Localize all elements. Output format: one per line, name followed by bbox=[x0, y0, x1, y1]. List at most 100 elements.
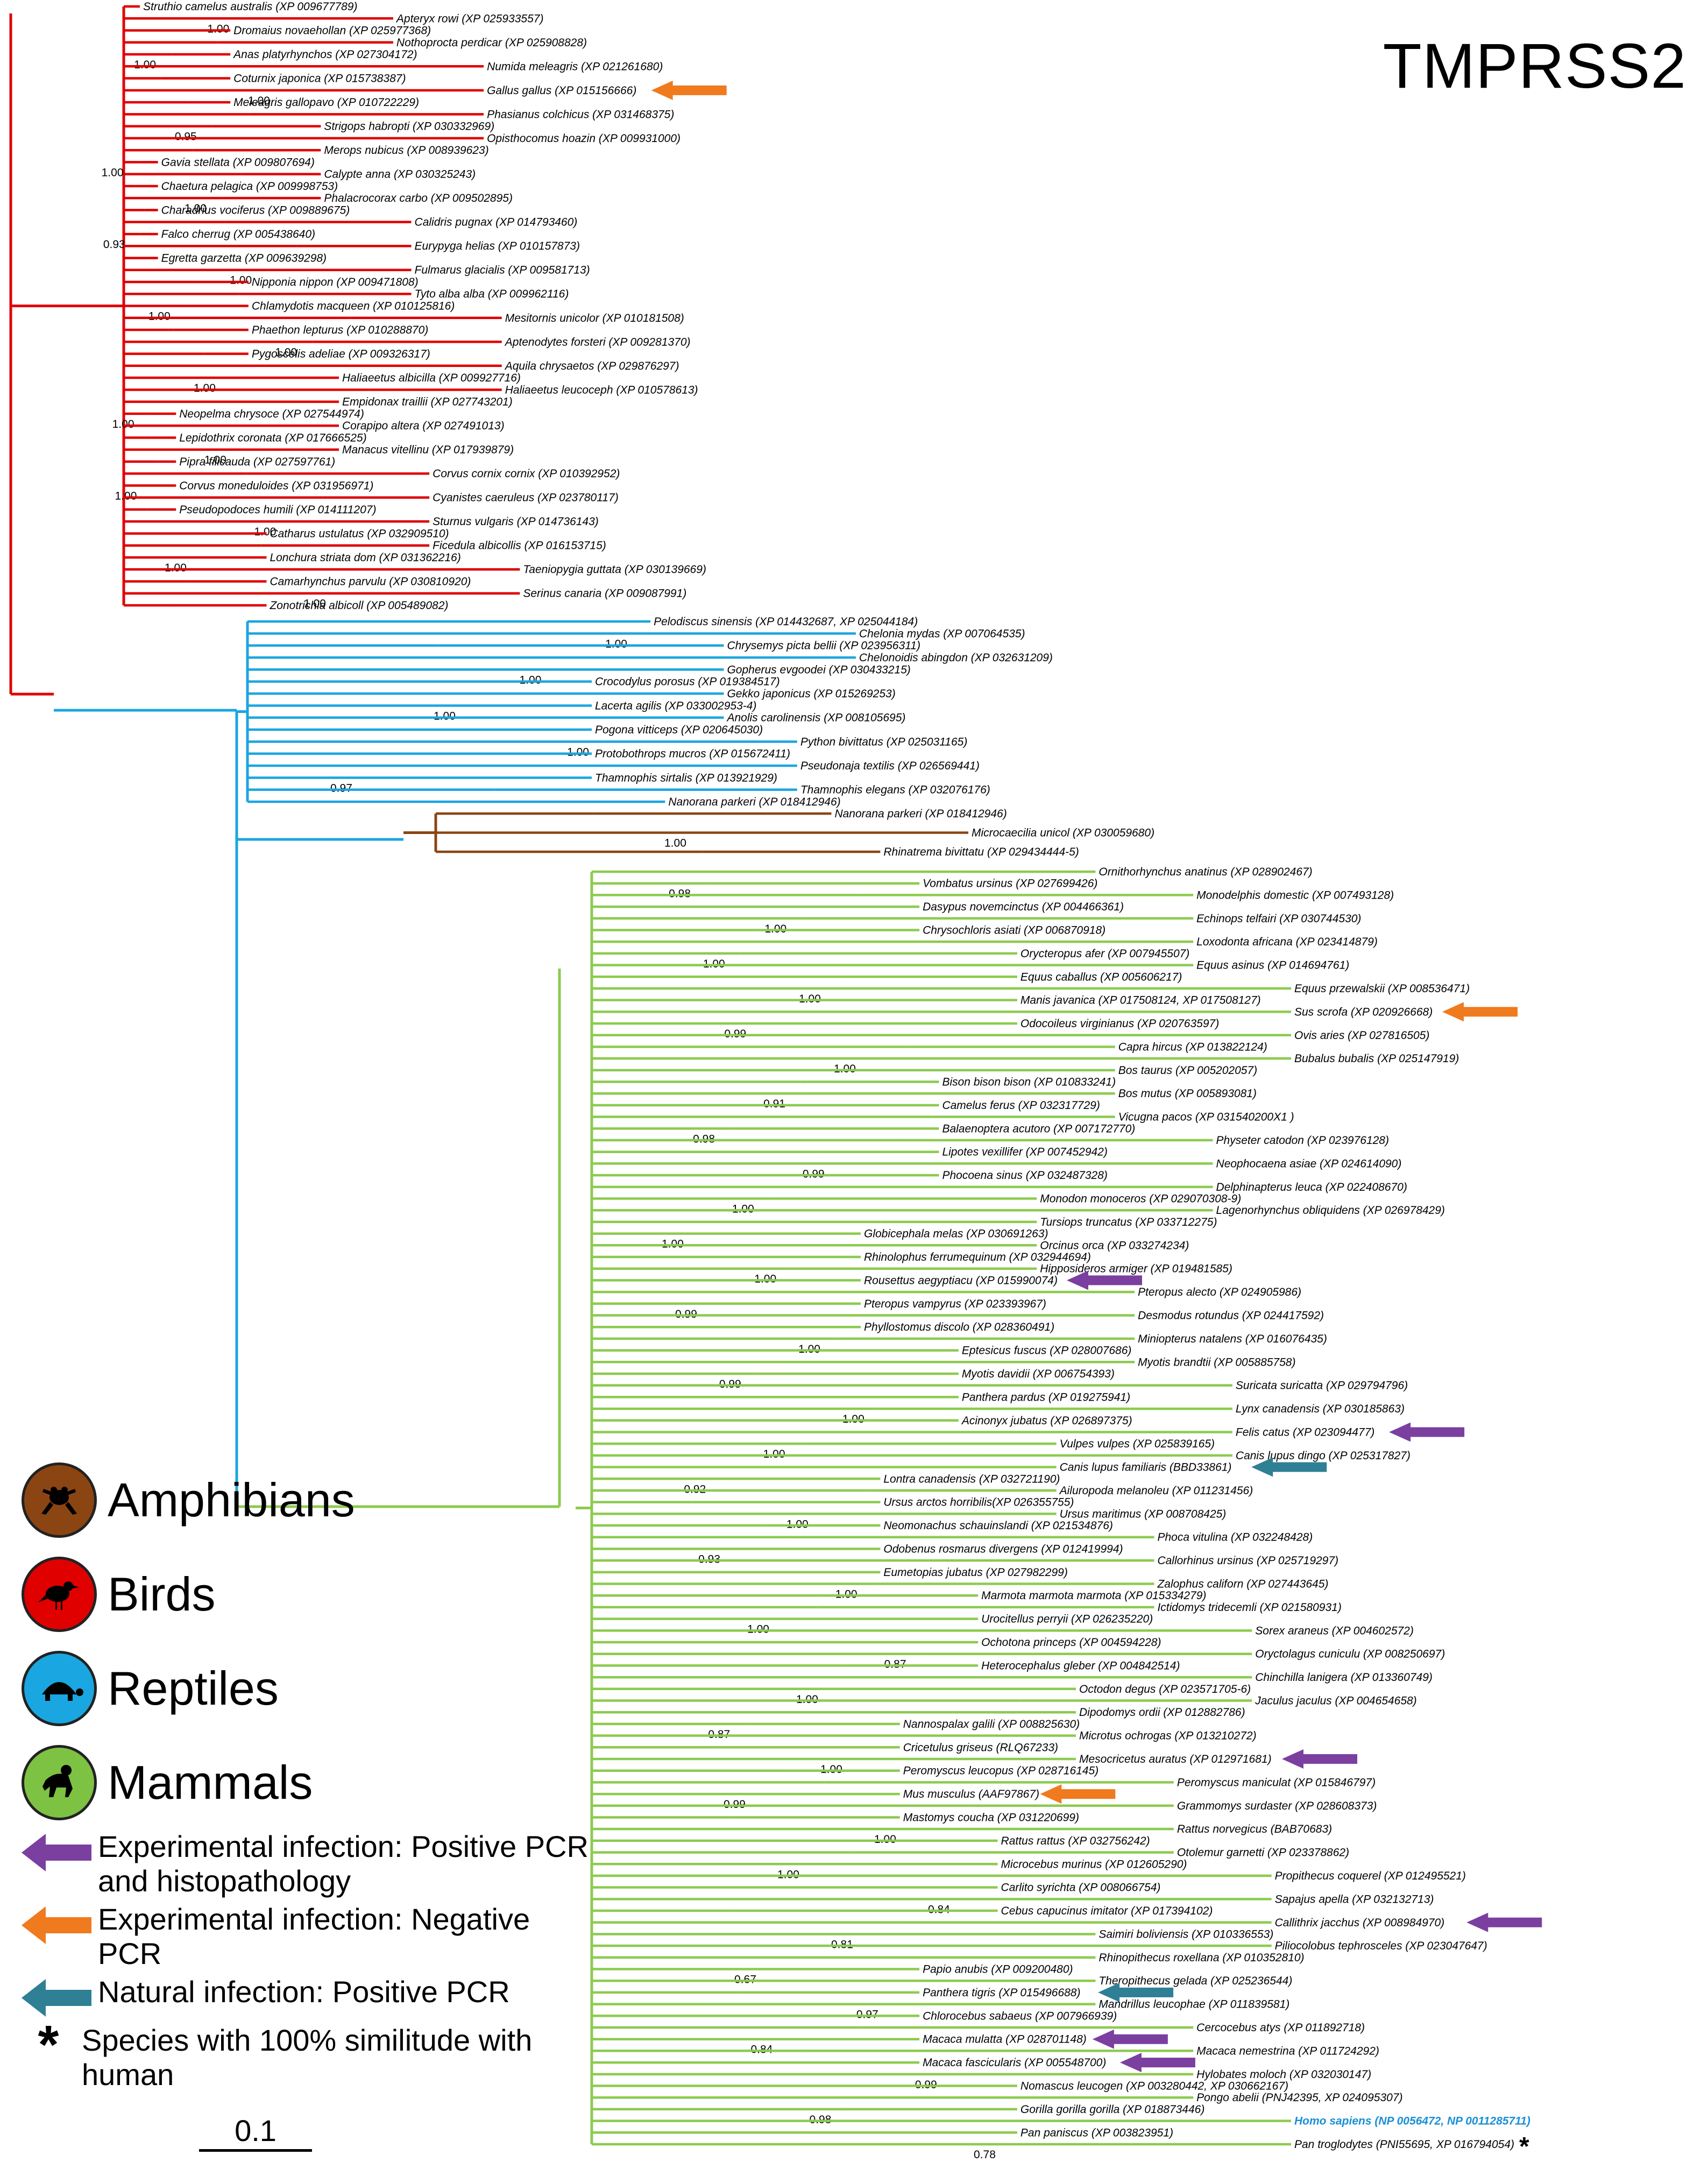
taxon-label: Otolemur garnetti (XP 023378862) bbox=[1177, 1847, 1349, 1859]
taxon-label: Manacus vitellinu (XP 017939879) bbox=[342, 444, 514, 456]
taxon-label: Ochotona princeps (XP 004594228) bbox=[981, 1636, 1161, 1649]
taxon-label: Gavia stellata (XP 009807694) bbox=[161, 156, 315, 168]
taxon-label: Lontra canadensis (XP 032721190) bbox=[883, 1473, 1060, 1485]
support-value: 1.00 bbox=[434, 710, 456, 722]
taxon-label: Camarhynchus parvulu (XP 030810920) bbox=[270, 575, 471, 588]
teal-arrow-icon bbox=[22, 1979, 91, 2017]
taxon-label: Protobothrops mucros (XP 015672411) bbox=[595, 748, 790, 760]
taxon-label: Calidris pugnax (XP 014793460) bbox=[415, 216, 578, 229]
taxon-label: Carlito syrichta (XP 008066754) bbox=[1001, 1882, 1161, 1894]
taxon-label: Microcaecilia unicol (XP 030059680) bbox=[972, 827, 1154, 839]
taxon-label: Empidonax traillii (XP 027743201) bbox=[342, 396, 513, 408]
taxon-label: Rattus norvegicus (BAB70683) bbox=[1177, 1823, 1332, 1835]
taxon-label: Nanorana parkeri (XP 018412946) bbox=[834, 808, 1007, 820]
infection-marker-arrow bbox=[651, 80, 727, 100]
legend-label-star: Species with 100% similitude with human bbox=[82, 2023, 533, 2092]
taxon-label: Pan troglodytes (PNI55695, XP 016794054) bbox=[1294, 2138, 1514, 2151]
support-value: 1.00 bbox=[148, 310, 171, 323]
taxon-label: Camelus ferus (XP 032317729) bbox=[942, 1099, 1100, 1112]
legend-label-negative-pcr: Experimental infection: Negative PCR bbox=[98, 1902, 530, 1970]
taxon-label: Loxodonta africana (XP 023414879) bbox=[1196, 936, 1378, 948]
taxon-label: Aptenodytes forsteri (XP 009281370) bbox=[504, 336, 691, 348]
legend-positive-pcr-histopathology: Experimental infection: Positive PCR and… bbox=[22, 1829, 667, 1902]
taxon-label: Microcebus murinus (XP 012605290) bbox=[1001, 1858, 1187, 1870]
taxon-label: Heterocephalus gleber (XP 004842514) bbox=[981, 1659, 1180, 1672]
taxon-label: Mesitornis unicolor (XP 010181508) bbox=[505, 312, 684, 324]
taxon-label: Hipposideros armiger (XP 019481585) bbox=[1040, 1263, 1232, 1275]
taxon-label: Felis catus (XP 023094477) bbox=[1236, 1426, 1374, 1438]
taxon-label: Ficedula albicollis (XP 016153715) bbox=[433, 540, 606, 552]
taxon-label: Panthera pardus (XP 019275941) bbox=[962, 1391, 1130, 1403]
frog-icon bbox=[22, 1462, 97, 1538]
taxon-label: Nomascus leucogen (XP 003280442, XP 0306… bbox=[1020, 2080, 1288, 2093]
taxon-label: Callorhinus ursinus (XP 025719297) bbox=[1157, 1555, 1338, 1567]
taxon-label: Eumetopias jubatus (XP 027982299) bbox=[883, 1566, 1067, 1579]
taxon-label: Theropithecus gelada (XP 025236544) bbox=[1098, 1975, 1292, 1987]
taxon-label: Haliaeetus albicilla (XP 009927716) bbox=[342, 372, 521, 384]
infection-marker-arrow bbox=[1282, 1749, 1357, 1769]
taxon-label: Echinops telfairi (XP 030744530) bbox=[1196, 913, 1361, 925]
support-value: 1.00 bbox=[165, 562, 187, 574]
taxon-label: Mesocricetus auratus (XP 012971681) bbox=[1079, 1753, 1272, 1765]
similitude-star: * bbox=[1519, 2132, 1529, 2161]
support-value: 1.00 bbox=[605, 638, 627, 650]
legend-label-natural-infection: Natural infection: Positive PCR bbox=[98, 1975, 510, 2009]
taxon-label: Desmodus rotundus (XP 024417592) bbox=[1138, 1309, 1324, 1322]
taxon-label: Sapajus apella (XP 032132713) bbox=[1275, 1893, 1434, 1905]
support-value: 1.00 bbox=[520, 674, 542, 686]
taxon-label: Panthera tigris (XP 015496688) bbox=[923, 1987, 1080, 1999]
taxon-label: Delphinapterus leuca (XP 022408670) bbox=[1216, 1181, 1407, 1193]
taxon-label: Coturnix japonica (XP 015738387) bbox=[233, 73, 406, 85]
turtle-icon bbox=[22, 1650, 97, 1726]
taxon-label: Tyto alba alba (XP 009962116) bbox=[415, 288, 569, 300]
taxon-label: Dipodomys ordii (XP 012882786) bbox=[1079, 1706, 1245, 1719]
support-value: 1.00 bbox=[664, 837, 686, 850]
taxon-label: Piliocolobus tephrosceles (XP 023047647) bbox=[1275, 1940, 1487, 1952]
support-value: 1.00 bbox=[115, 490, 137, 502]
taxon-label: Lynx canadensis (XP 030185863) bbox=[1236, 1403, 1405, 1415]
taxon-label: Ornithorhynchus anatinus (XP 028902467) bbox=[1098, 866, 1312, 878]
support-value: 1.00 bbox=[304, 598, 326, 610]
legend-birds: Birds bbox=[22, 1547, 667, 1641]
taxon-label: Charadrius vociferus (XP 009889675) bbox=[161, 204, 350, 216]
taxon-label: Hylobates moloch (XP 032030147) bbox=[1196, 2068, 1371, 2081]
taxon-label: Peromyscus maniculat (XP 015846797) bbox=[1177, 1776, 1376, 1789]
taxon-label: Fulmarus glacialis (XP 009581713) bbox=[415, 264, 590, 277]
taxon-label: Papio anubis (XP 009200480) bbox=[923, 1963, 1073, 1976]
taxon-label: Rhinolophus ferrumequinum (XP 032944694) bbox=[864, 1251, 1091, 1263]
taxon-label: Strigops habropti (XP 030332969) bbox=[324, 121, 494, 133]
taxon-label: Orycteropus afer (XP 007945507) bbox=[1020, 948, 1189, 960]
taxon-label: Mastomys coucha (XP 031220699) bbox=[903, 1811, 1079, 1824]
taxon-label: Acinonyx jubatus (XP 026897375) bbox=[961, 1415, 1132, 1427]
support-value: 0.97 bbox=[330, 782, 352, 794]
taxon-label: Bubalus bubalis (XP 025147919) bbox=[1294, 1052, 1459, 1065]
taxon-label: Corvus moneduloides (XP 031956971) bbox=[179, 479, 373, 492]
orange-arrow-icon bbox=[22, 1906, 91, 1944]
taxon-label: Phyllostomus discolo (XP 028360491) bbox=[864, 1321, 1054, 1333]
taxon-label: Haliaeetus leucoceph (XP 010578613) bbox=[505, 384, 698, 396]
infection-marker-arrow bbox=[1442, 1002, 1518, 1022]
taxon-label: Eurypyga helias (XP 010157873) bbox=[415, 240, 580, 252]
support-value: 0.93 bbox=[103, 238, 125, 251]
taxon-label: Jaculus jaculus (XP 004654658) bbox=[1255, 1695, 1416, 1707]
taxon-label: Pipra filicauda (XP 027597761) bbox=[179, 456, 335, 468]
taxon-label: Vombatus ursinus (XP 027699426) bbox=[923, 878, 1097, 890]
taxon-label: Marmota marmota marmota (XP 015334279) bbox=[981, 1589, 1206, 1602]
taxon-label: Chelonia mydas (XP 007064535) bbox=[859, 627, 1025, 640]
taxon-label: Macaca fascicularis (XP 005548700) bbox=[923, 2057, 1106, 2069]
taxon-label: Falco cherrug (XP 005438640) bbox=[161, 228, 315, 241]
taxon-label: Octodon degus (XP 023571705-6) bbox=[1079, 1683, 1251, 1695]
clade-reptiles: Pelodiscus sinensis (XP 014432687, XP 02… bbox=[237, 616, 1053, 808]
taxon-label: Lonchura striata dom (XP 031362216) bbox=[270, 552, 460, 564]
taxon-label: Sus scrofa (XP 020926668) bbox=[1294, 1006, 1433, 1018]
infection-marker-arrow bbox=[1389, 1422, 1465, 1442]
taxon-label: Zalophus californ (XP 027443645) bbox=[1157, 1578, 1328, 1591]
taxon-label: Grammomys surdaster (XP 028608373) bbox=[1177, 1800, 1377, 1812]
taxon-label: Macaca mulatta (XP 028701148) bbox=[923, 2033, 1087, 2046]
taxon-label: Myotis davidii (XP 006754393) bbox=[962, 1368, 1115, 1380]
taxon-label: Saimiri boliviensis (XP 010336553) bbox=[1098, 1928, 1273, 1940]
support-value: 1.00 bbox=[254, 526, 277, 538]
taxon-label: Gopherus evgoodei (XP 030433215) bbox=[727, 663, 910, 676]
taxon-label: Corvus cornix cornix (XP 010392952) bbox=[433, 468, 620, 480]
marker-legend: Experimental infection: Positive PCR and… bbox=[22, 1829, 667, 2047]
